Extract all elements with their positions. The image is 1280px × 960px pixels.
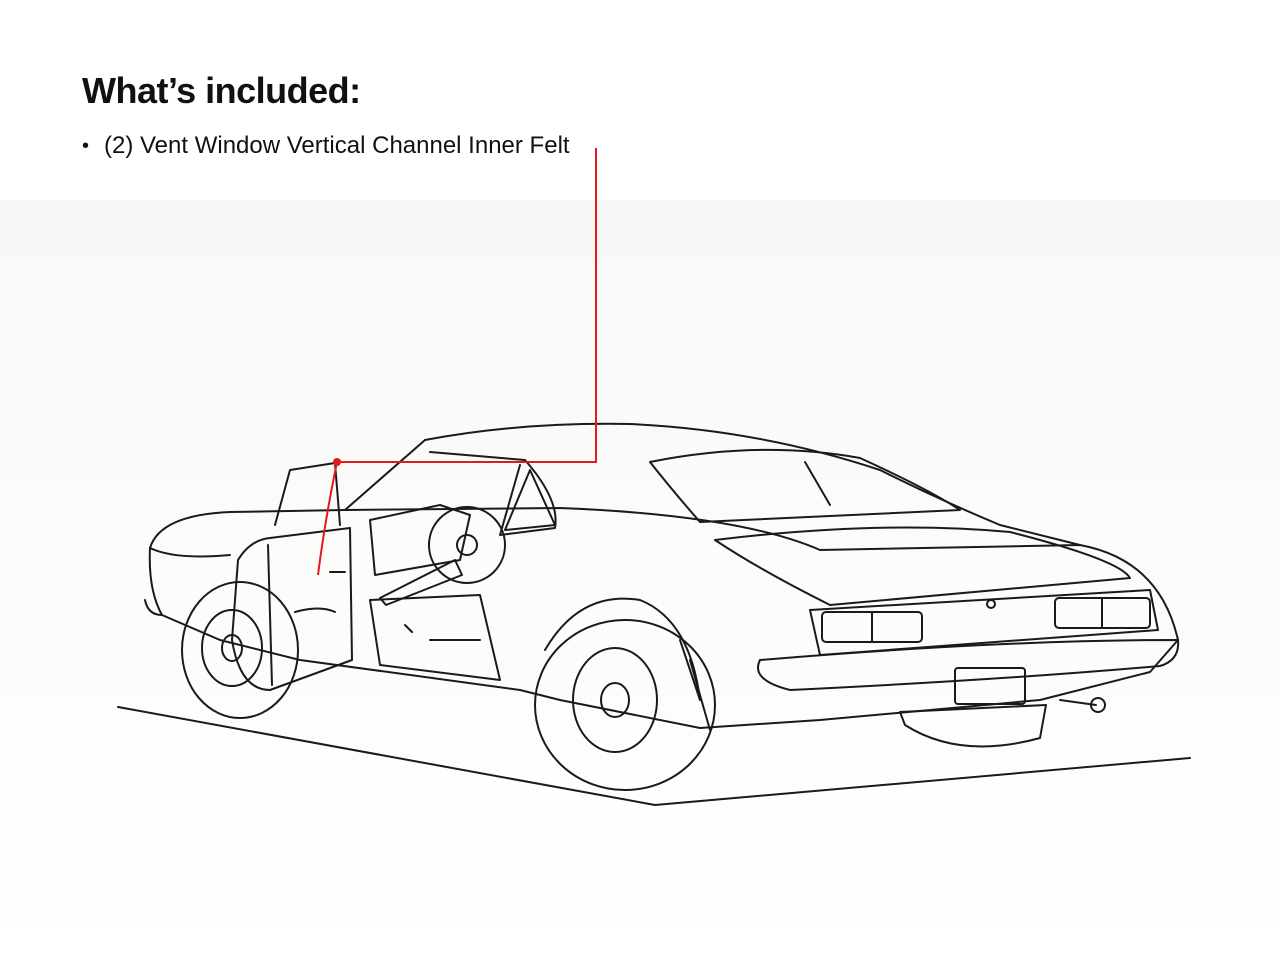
rear-wheel-far [899, 704, 1047, 748]
door-sill [369, 594, 501, 681]
body-side [148, 507, 1179, 729]
included-items-list: • (2) Vent Window Vertical Channel Inner… [82, 130, 570, 162]
steering-wheel [428, 506, 506, 584]
rear-window-glare [804, 461, 831, 506]
front-wheel [181, 581, 299, 719]
rear-hub [600, 682, 630, 718]
floor-pedals [404, 624, 481, 641]
license-plate [954, 667, 1026, 705]
trunk-lid [714, 526, 1131, 606]
door-outer-panel [231, 527, 353, 691]
front-bumper [144, 599, 163, 616]
door-window-frame [274, 462, 341, 526]
front-rim [201, 609, 263, 687]
callout-marker [333, 458, 341, 466]
callout [317, 148, 597, 576]
steering-column [379, 559, 463, 606]
rear-tire-tread [679, 639, 711, 731]
rear-wheel [534, 619, 716, 791]
list-item: • (2) Vent Window Vertical Channel Inner… [82, 130, 570, 162]
item-label: (2) Vent Window Vertical Channel Inner F… [104, 132, 570, 159]
ground-line [117, 706, 1191, 806]
rear-panel [809, 589, 1159, 656]
page-title: What’s included: [82, 70, 361, 111]
roof [424, 422, 1081, 546]
door-inner-edge [267, 544, 273, 686]
dashboard [369, 504, 471, 576]
bullet-icon: • [82, 135, 90, 157]
rear-wheel-arch [544, 597, 701, 701]
door-armrest [294, 607, 336, 613]
callout-target-line [317, 461, 338, 576]
roof-edge [344, 439, 426, 511]
rear-rim [572, 647, 658, 753]
front-hub [221, 634, 243, 662]
illustration-backdrop [0, 200, 1280, 960]
steering-hub [456, 534, 478, 556]
trunk-lock [986, 599, 996, 609]
callout-line [337, 148, 597, 463]
quarter-window [504, 469, 556, 531]
rear-bumper [757, 639, 1180, 691]
front-fender [149, 547, 231, 558]
exhaust-pipe [1059, 699, 1097, 706]
side-window-frame [429, 451, 557, 536]
rear-window [649, 448, 961, 523]
exhaust-tip [1090, 697, 1106, 713]
